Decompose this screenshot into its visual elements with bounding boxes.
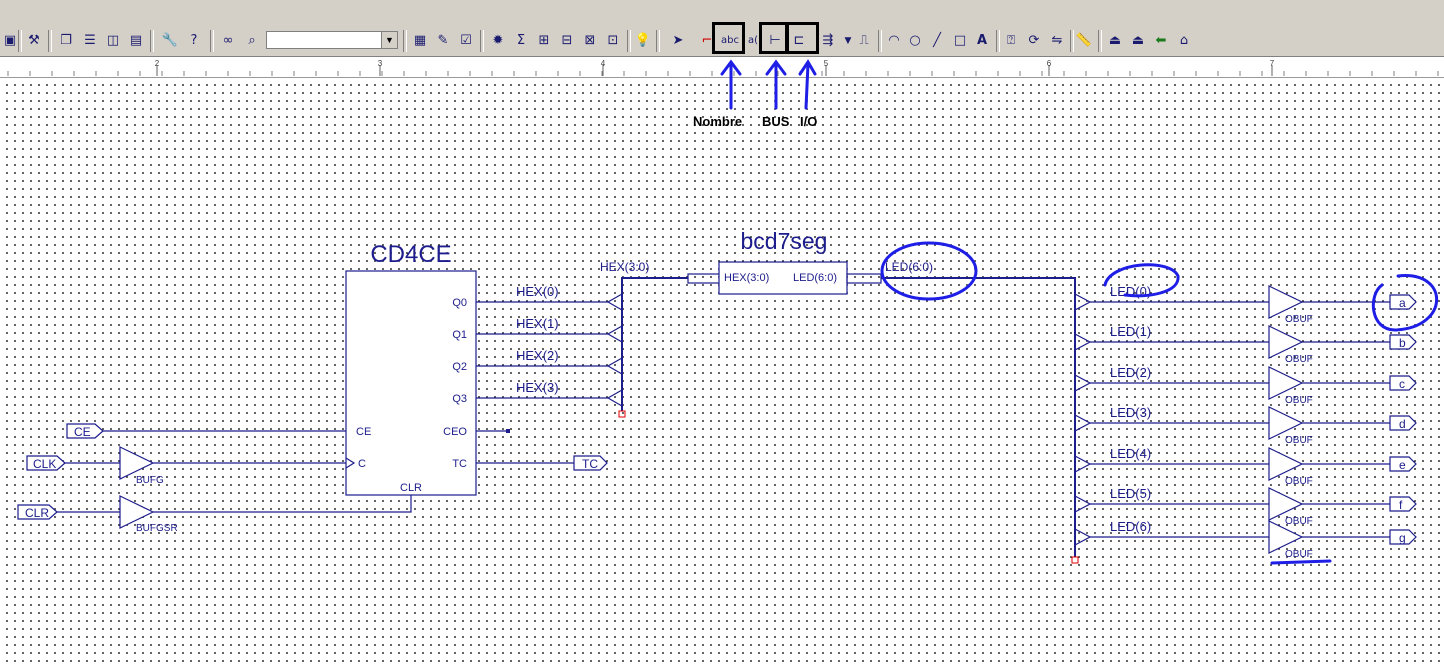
pop-icon[interactable]: ⏏	[1131, 33, 1145, 48]
search-combo[interactable]: ▼	[266, 31, 398, 49]
add-net-name-icon[interactable]: abc	[721, 35, 739, 46]
toolbar-separator	[48, 30, 52, 52]
chevron-down-icon[interactable]: ▼	[381, 32, 397, 48]
new-sheet-icon[interactable]: ▦	[413, 33, 427, 48]
ruler-tick-label: 4	[601, 59, 606, 68]
check-icon[interactable]: ☑	[460, 33, 472, 48]
push-icon[interactable]: ⏏	[1108, 33, 1122, 48]
ruler-icon[interactable]: 📏	[1075, 33, 1093, 48]
rotate-icon[interactable]: ⟳	[1028, 33, 1040, 48]
add-wire-icon[interactable]: ⌐	[701, 33, 713, 48]
help-cursor-icon[interactable]: ?	[190, 33, 198, 48]
pointer-icon[interactable]: ➤	[672, 33, 684, 48]
add-io-marker-icon[interactable]: ⊏	[793, 33, 805, 48]
toolbar-separator	[1070, 30, 1074, 52]
ruler-tick-label: 6	[1047, 59, 1052, 68]
chip-icon[interactable]: ✹	[492, 33, 504, 48]
highlight-box-net-name	[712, 22, 745, 54]
sigma-icon[interactable]: Σ	[516, 33, 526, 48]
sheet-icon[interactable]: ▤	[129, 33, 143, 48]
toolbar-separator	[656, 30, 660, 52]
wrench-icon[interactable]: 🔧	[161, 33, 179, 48]
binoculars-icon[interactable]: ∞	[222, 33, 234, 48]
ruler-tick-label: 5	[824, 59, 829, 68]
add-bus-icon[interactable]: ⊢	[769, 33, 781, 48]
symbol-icon[interactable]: ⍰	[1007, 33, 1015, 48]
arrow-icon[interactable]: ⬅	[1155, 33, 1167, 48]
add-bus-tap-icon[interactable]: a(	[747, 35, 759, 46]
hierarchy-icon[interactable]: ⌂	[1179, 33, 1189, 48]
line-icon[interactable]: ╱	[933, 33, 941, 48]
ruler-tick-label: 2	[155, 59, 160, 68]
toolbar-separator	[480, 30, 484, 52]
ruler-tick-label: 3	[378, 59, 383, 68]
arc-icon[interactable]: ◠	[888, 33, 900, 48]
mux-icon[interactable]: ⊞	[538, 33, 550, 48]
chevron-down-icon[interactable]: ▼	[844, 36, 852, 46]
dual-ff-icon[interactable]: ⊠	[584, 33, 596, 48]
ruler-ticks: 2 3 4 5 6 7	[7, 59, 1439, 76]
tools-icon[interactable]: ⚒	[28, 33, 40, 48]
circle-icon[interactable]: ○	[909, 33, 921, 48]
ruler-tick-label: 7	[1270, 59, 1275, 68]
schematic-canvas[interactable]	[0, 78, 1444, 668]
latch-icon[interactable]: ⊡	[607, 33, 619, 48]
toolbar-separator	[403, 30, 407, 52]
ruler: 2 3 4 5 6 7	[0, 57, 1444, 78]
mirror-icon[interactable]: ⇋	[1051, 33, 1063, 48]
rect-icon[interactable]: □	[953, 33, 967, 48]
text-icon[interactable]: A	[976, 33, 988, 48]
edit-icon[interactable]: ✎	[437, 33, 449, 48]
toolbar-separator	[150, 30, 154, 52]
tile-h-icon[interactable]: ☰	[84, 33, 96, 48]
tile-v-icon[interactable]: ◫	[106, 33, 120, 48]
cascade-icon[interactable]: ❐	[60, 33, 72, 48]
bulb-icon[interactable]: 💡	[634, 33, 652, 48]
pin-icon[interactable]: ⎍	[859, 33, 869, 48]
toolbar-separator	[627, 30, 631, 52]
toolbar-separator	[996, 30, 1000, 52]
toolbar-separator	[18, 30, 22, 52]
find-icon[interactable]: ⌕	[248, 33, 256, 48]
save-icon[interactable]: ▣	[3, 33, 17, 48]
highlight-box-io-marker	[786, 22, 819, 54]
bus-entry-icon[interactable]: ⇶	[822, 33, 834, 48]
toolbar-separator	[878, 30, 882, 52]
flipflop-icon[interactable]: ⊟	[561, 33, 573, 48]
toolbar-separator	[210, 30, 214, 52]
toolbar-separator	[1098, 30, 1102, 52]
highlight-box-bus	[759, 22, 788, 54]
